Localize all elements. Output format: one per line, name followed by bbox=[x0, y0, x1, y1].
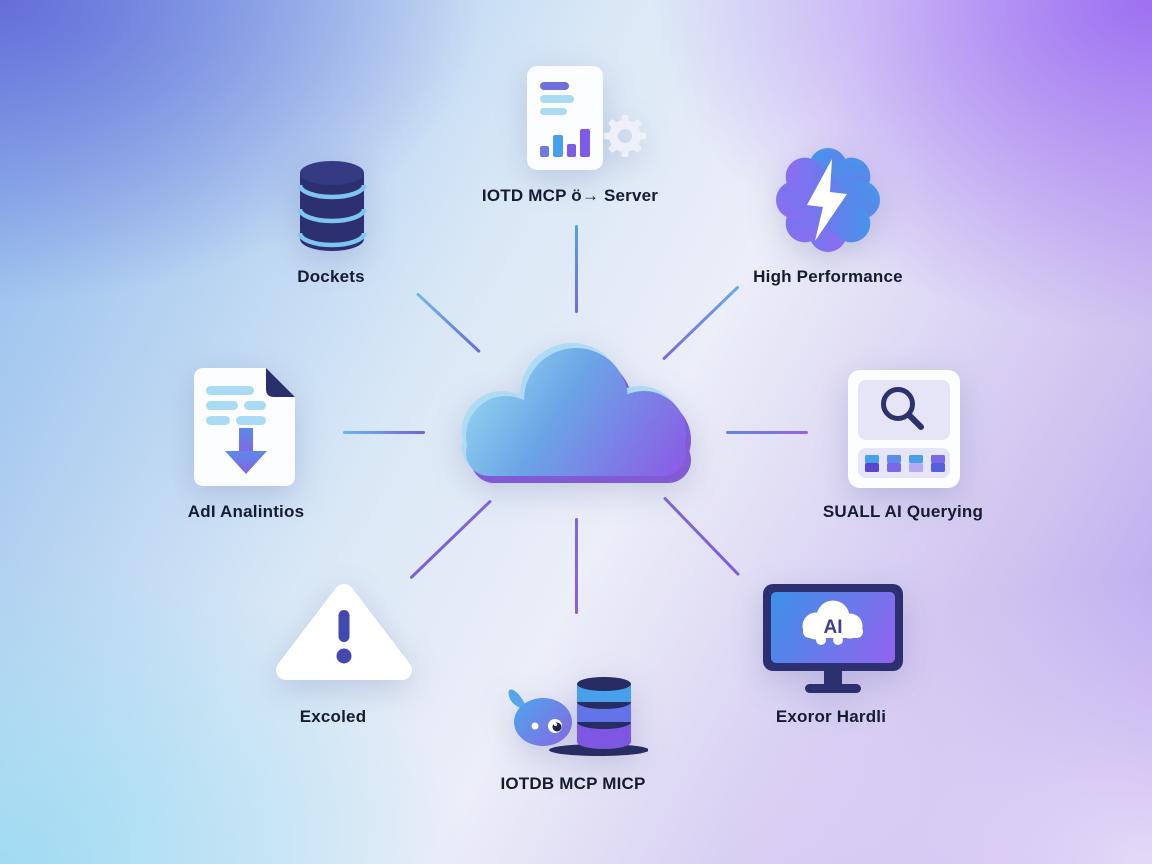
node-label-mcp-server: IOTD MCP ö→ Server bbox=[481, 186, 659, 205]
whale-icon bbox=[508, 689, 572, 746]
ai-screen-text: AI bbox=[824, 617, 843, 638]
node-label-ai-analytics: AdI Analintios bbox=[187, 502, 305, 521]
node-label-iotdb-mcp: IOTDB MCP MICP bbox=[500, 774, 646, 793]
document-download-icon bbox=[194, 368, 295, 486]
search-icon bbox=[881, 387, 924, 430]
cloud-icon bbox=[462, 343, 691, 483]
node-label-high-performance: High Performance bbox=[753, 267, 903, 286]
node-label-excoled: Excoled bbox=[299, 707, 367, 726]
database-icon bbox=[297, 161, 367, 251]
gear-icon bbox=[604, 115, 646, 157]
node-label-dockets: Dockets bbox=[297, 267, 365, 286]
connector-line-top bbox=[575, 225, 578, 313]
connector-line-bottom-right bbox=[662, 496, 741, 577]
connector-line-bottom bbox=[575, 518, 578, 614]
connector-line-bottom-left bbox=[409, 499, 493, 580]
whale-database-icon bbox=[508, 677, 648, 756]
warning-triangle-icon bbox=[276, 584, 412, 680]
ai-monitor-icon: AI bbox=[763, 584, 903, 693]
lightning-gear-icon bbox=[776, 148, 880, 252]
connector-line-left bbox=[343, 431, 425, 434]
database-stack-icon bbox=[577, 677, 631, 749]
document-chart-gear-icon bbox=[527, 66, 646, 170]
connector-line-right bbox=[726, 431, 808, 434]
search-results-icon bbox=[848, 370, 960, 488]
exclamation-icon bbox=[336, 610, 352, 664]
node-label-monitor-ai: Exoror Hardli bbox=[775, 707, 887, 726]
result-blocks bbox=[865, 455, 945, 472]
lightning-bolt-icon bbox=[807, 159, 847, 241]
node-label-sql-ai-querying: SUALL AI Querying bbox=[822, 502, 984, 521]
download-arrow-icon bbox=[225, 428, 267, 474]
ai-cloud-icon bbox=[802, 600, 863, 645]
